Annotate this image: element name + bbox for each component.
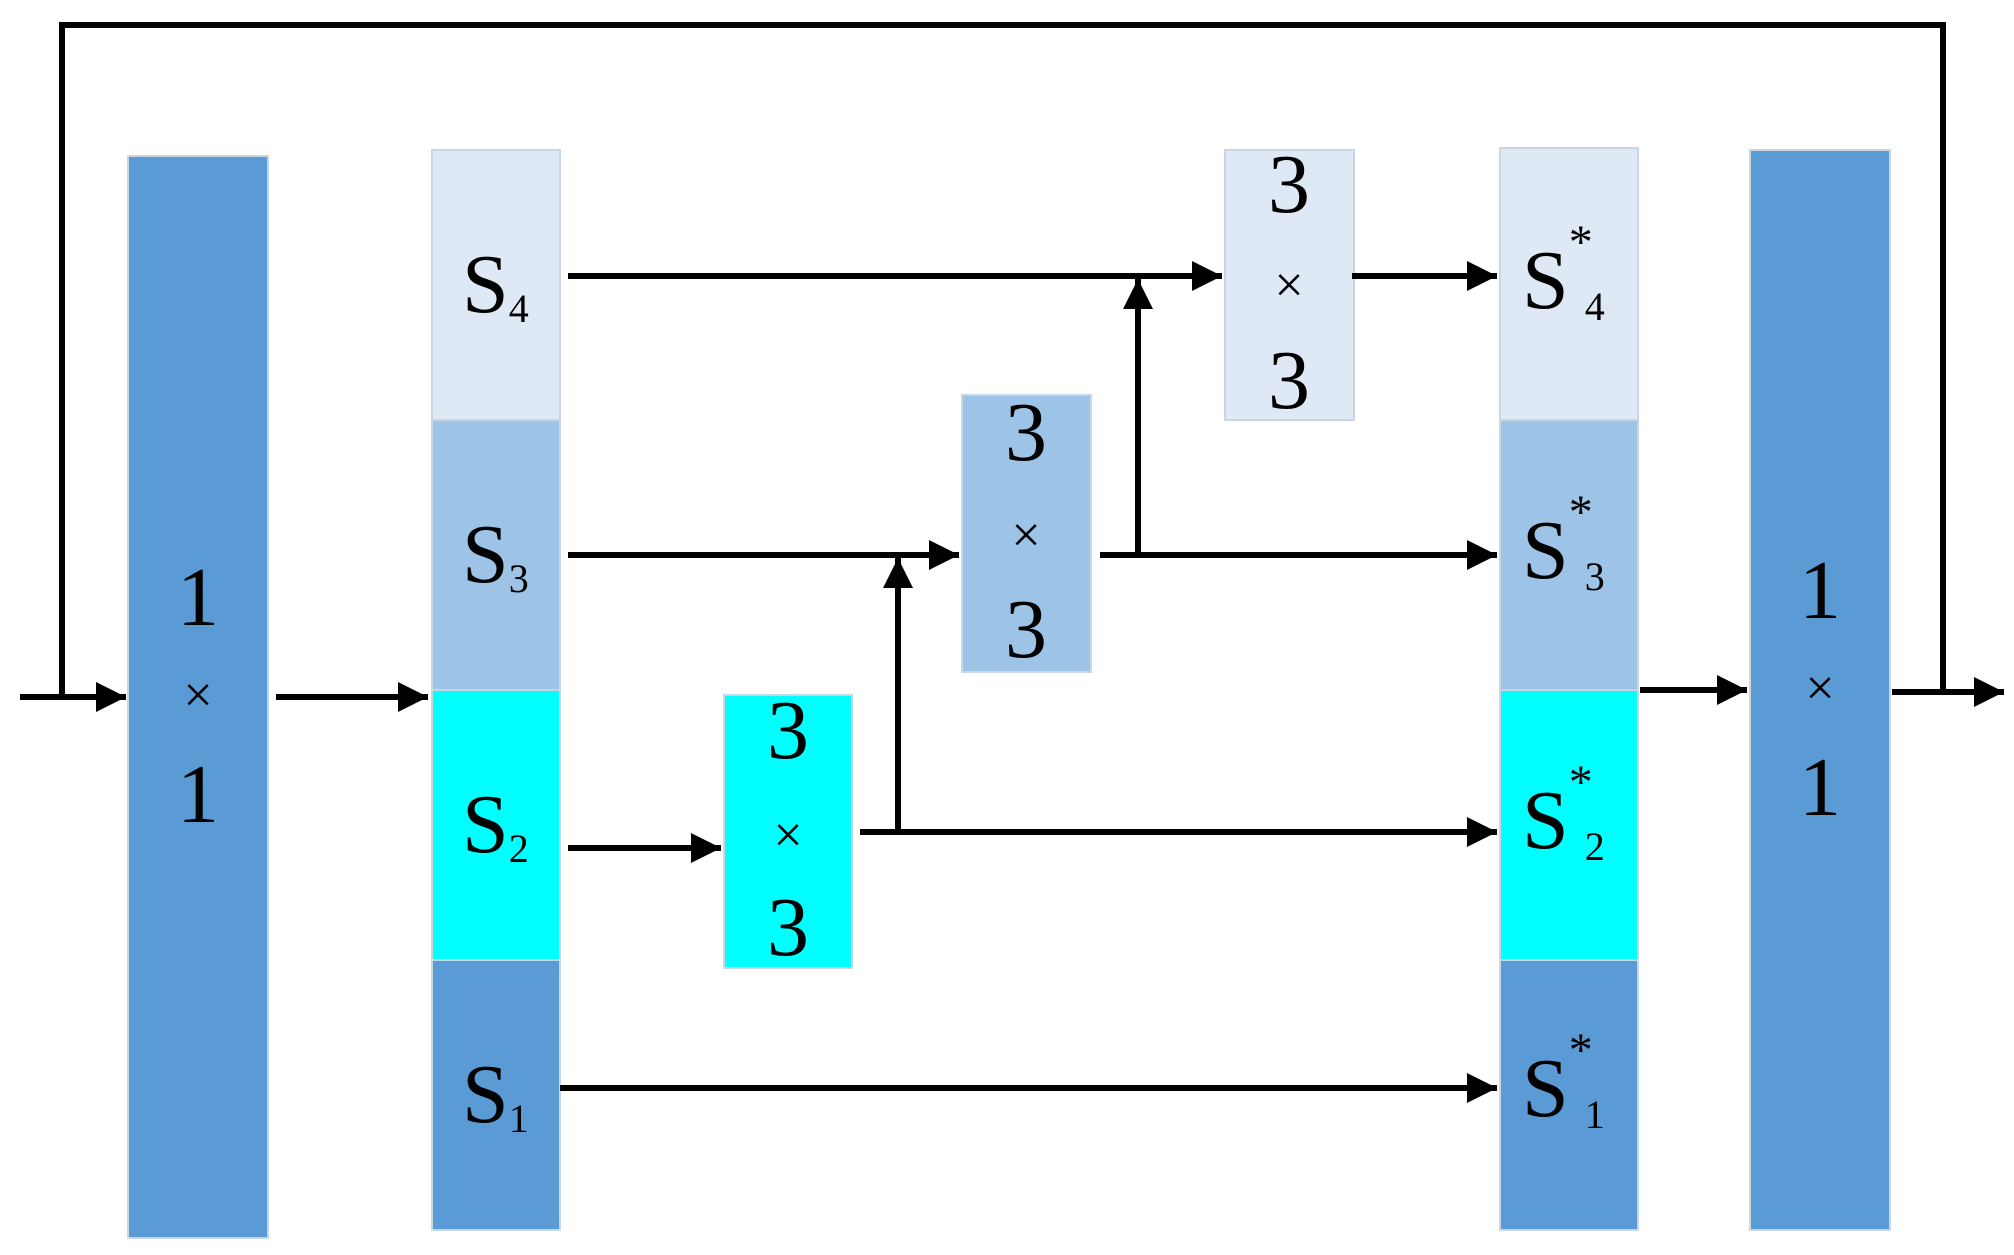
conv3x3-c-times: × [1274, 257, 1303, 314]
merge-s3-block [1499, 419, 1639, 691]
conv1x1-out-block [1749, 149, 1891, 1231]
conv3x3-b-block [961, 394, 1092, 673]
conv1x1-in-top: 1 [177, 551, 219, 644]
skip-connection-line [59, 22, 1946, 697]
merge-s2-block [1499, 689, 1639, 961]
conv1x1-out-top: 1 [1799, 544, 1841, 637]
conv3x3-b-times: × [1011, 507, 1040, 564]
split-s1-label: S1 [462, 1048, 529, 1141]
conv3x3-b-top: 3 [1005, 386, 1047, 479]
conv1x1-in-bottom: 1 [177, 748, 219, 841]
conv1x1-in-times: × [183, 667, 212, 724]
split-s3-label: S3 [462, 508, 529, 601]
conv3x3-a-block [723, 694, 853, 969]
conv3x3-c-block [1224, 149, 1355, 421]
conv3x3-b-bottom: 3 [1005, 583, 1047, 676]
conv3x3-a-bottom: 3 [767, 881, 809, 974]
split-s4-label: S4 [462, 238, 529, 331]
merge-s1-block [1499, 959, 1639, 1231]
merge-s4-label: S*4 [1522, 216, 1605, 329]
conv1x1-in-block [127, 155, 269, 1239]
conv1x1-out-bottom: 1 [1799, 741, 1841, 834]
merge-s1-label: S*1 [1522, 1024, 1605, 1137]
conv3x3-c-top: 3 [1268, 138, 1310, 231]
merge-s2-label: S*2 [1522, 756, 1605, 869]
conv1x1-out-times: × [1805, 660, 1834, 717]
conv3x3-a-top: 3 [767, 684, 809, 777]
conv3x3-c-bottom: 3 [1268, 334, 1310, 427]
split-s4-block [431, 149, 561, 421]
merge-s3-label: S*3 [1522, 486, 1605, 599]
split-s3-block [431, 419, 561, 691]
split-s2-block [431, 689, 561, 961]
merge-s4-block [1499, 147, 1639, 421]
split-s1-block [431, 959, 561, 1231]
conv3x3-a-times: × [773, 807, 802, 864]
split-s2-label: S2 [462, 778, 529, 871]
